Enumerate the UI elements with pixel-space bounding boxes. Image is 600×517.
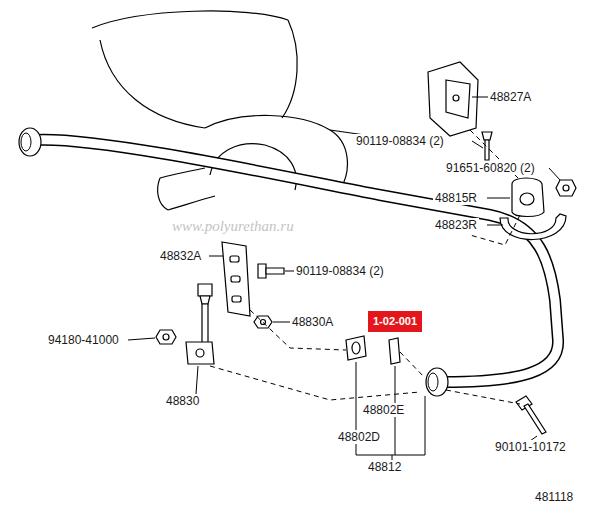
part-number: 94180-41000 bbox=[46, 333, 121, 347]
leader-line bbox=[128, 97, 560, 460]
eye-bushing bbox=[346, 336, 400, 364]
bolt bbox=[516, 396, 546, 434]
part-number: 91651-60820 (2) bbox=[444, 161, 537, 175]
part-number: 48802D bbox=[336, 430, 382, 444]
axle-housing bbox=[92, 11, 400, 210]
part-number: 48815R bbox=[433, 191, 479, 205]
stabilizer-bar bbox=[19, 128, 558, 396]
part-number: 48830 bbox=[164, 394, 201, 408]
part-number: 90119-08834 (2) bbox=[294, 264, 386, 278]
part-number: 48830A bbox=[290, 315, 335, 329]
watermark: www.polyurethan.ru bbox=[170, 219, 296, 233]
part-number: 48802E bbox=[361, 403, 406, 417]
stabilizer-link bbox=[156, 284, 214, 364]
part-number: 48812 bbox=[366, 460, 403, 474]
bushing-clamp bbox=[500, 178, 576, 240]
catalog-code: 1-02-001 bbox=[373, 315, 417, 328]
link-bracket bbox=[222, 242, 284, 328]
part-number: 90119-08834 (2) bbox=[354, 134, 446, 148]
part-number: 48832A bbox=[158, 249, 203, 263]
diagram-code: 481118 bbox=[533, 490, 575, 504]
part-number: 90101-10172 bbox=[493, 440, 568, 454]
part-number: 48823R bbox=[433, 218, 479, 232]
catalog-code-box: 1-02-001 bbox=[368, 311, 422, 332]
part-number: 48827A bbox=[488, 90, 533, 104]
